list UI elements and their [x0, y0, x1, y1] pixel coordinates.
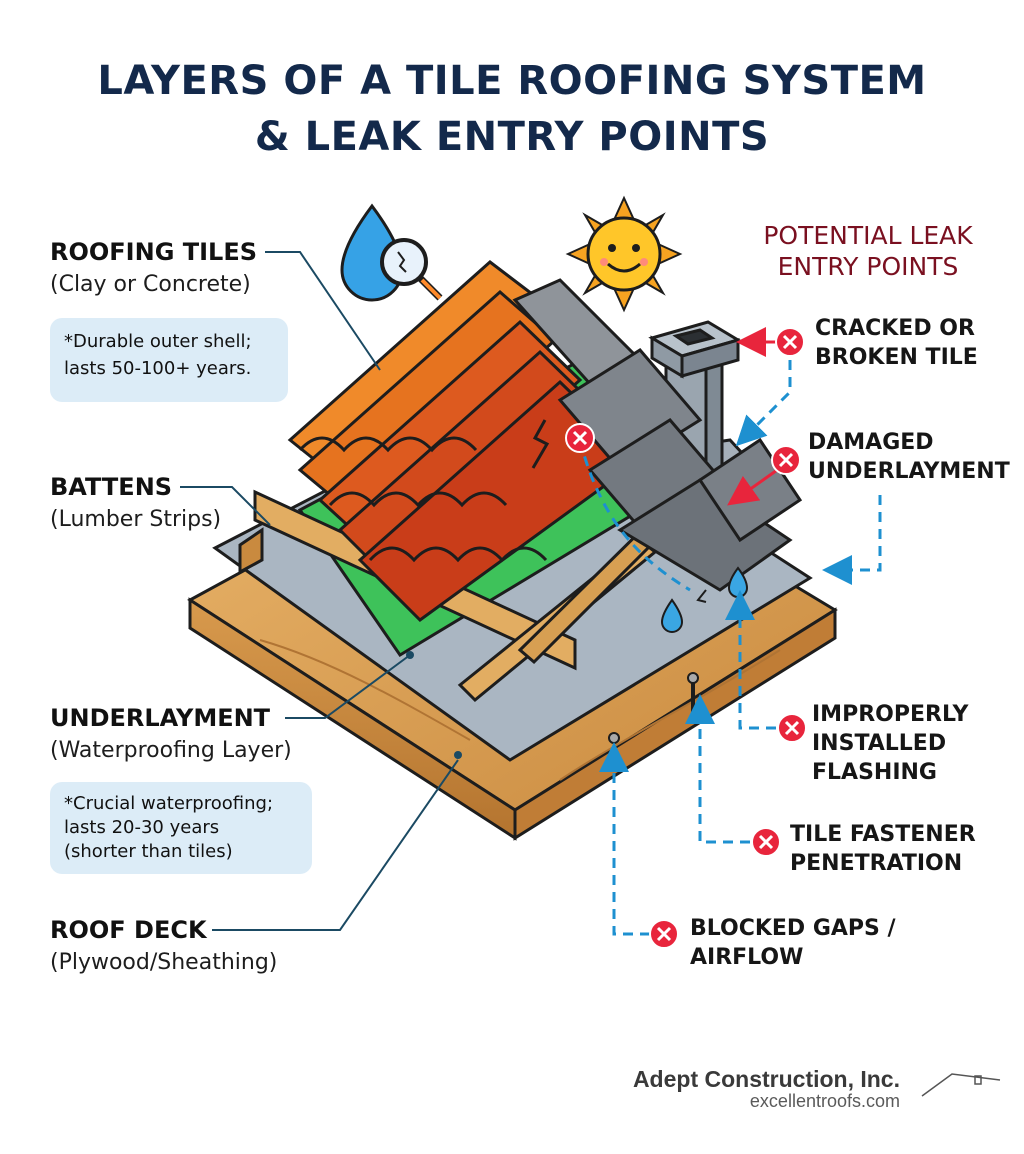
leak-heading: POTENTIAL LEAK ENTRY POINTS	[730, 220, 1006, 282]
underlayment-note-line2: lasts 20-30 years	[64, 817, 220, 838]
underlayment-note: *Crucial waterproofing; lasts 20-30 year…	[50, 782, 312, 874]
leak-red-arrows	[727, 327, 781, 506]
tiles-note: *Durable outer shell; lasts 50-100+ year…	[50, 318, 288, 402]
page-title-line1: LAYERS OF A TILE ROOFING SYSTEM	[97, 58, 927, 104]
page-title-line2: & LEAK ENTRY POINTS	[254, 114, 770, 160]
water-drop-magnifier-icon	[340, 203, 443, 302]
leak-warning-icons	[565, 327, 807, 949]
leak-fastener: TILE FASTENER PENETRATION	[790, 820, 976, 878]
warning-icon	[649, 919, 679, 949]
leak-damaged-line2: UNDERLAYMENT	[808, 459, 1010, 484]
warning-icon	[775, 327, 805, 357]
house-logo-icon	[921, 1073, 1001, 1097]
leak-blocked-gaps: BLOCKED GAPS / AIRFLOW	[690, 914, 896, 972]
leak-blue-callouts	[578, 360, 882, 936]
leak-heading-line2: ENTRY POINTS	[777, 252, 959, 281]
roof-deck-label: ROOF DECK	[50, 916, 207, 944]
leak-gaps-line2: AIRFLOW	[690, 945, 804, 970]
battens-label: BATTENS	[50, 473, 173, 501]
roofing-tiles-sublabel: (Clay or Concrete)	[50, 272, 251, 297]
underlayment-sublabel: (Waterproofing Layer)	[50, 738, 292, 763]
leak-heading-line1: POTENTIAL LEAK	[763, 221, 973, 250]
underlayment-label: UNDERLAYMENT	[50, 704, 271, 732]
leak-fastener-line1: TILE FASTENER	[790, 822, 976, 847]
warning-icon	[565, 423, 595, 453]
leak-flashing: IMPROPERLY INSTALLED FLASHING	[812, 700, 968, 787]
underlayment-note-line3: (shorter than tiles)	[64, 841, 233, 862]
leak-cracked-line1: CRACKED OR	[815, 316, 975, 341]
warning-icon	[751, 827, 781, 857]
tiles-note-line2: lasts 50-100+ years.	[64, 358, 252, 379]
layer-callout-lines	[180, 251, 459, 931]
brand-name: Adept Construction, Inc.	[632, 1066, 900, 1092]
underlayment-note-line1: *Crucial waterproofing;	[64, 793, 274, 814]
leak-flashing-line3: FLASHING	[812, 760, 937, 785]
battens-sublabel: (Lumber Strips)	[50, 507, 222, 532]
tiles-note-line1: *Durable outer shell;	[64, 331, 252, 352]
leak-damaged-underlayment: DAMAGED UNDERLAYMENT	[808, 428, 1010, 486]
leak-damaged-line1: DAMAGED	[808, 430, 934, 455]
warning-icon	[771, 445, 801, 475]
water-drops	[660, 566, 749, 633]
brand-website: excellentroofs.com	[749, 1091, 900, 1111]
leak-fastener-line2: PENETRATION	[790, 851, 963, 876]
leak-cracked-line2: BROKEN TILE	[815, 345, 978, 370]
leak-cracked-tile: CRACKED OR BROKEN TILE	[815, 314, 978, 372]
leak-flashing-line1: IMPROPERLY	[812, 702, 969, 727]
warning-icon	[777, 713, 807, 743]
sun-icon	[565, 195, 683, 313]
leak-gaps-line1: BLOCKED GAPS /	[690, 916, 896, 941]
roof-deck-sublabel: (Plywood/Sheathing)	[50, 950, 278, 975]
leak-flashing-line2: INSTALLED	[812, 731, 947, 756]
roofing-tiles-label: ROOFING TILES	[50, 238, 258, 266]
